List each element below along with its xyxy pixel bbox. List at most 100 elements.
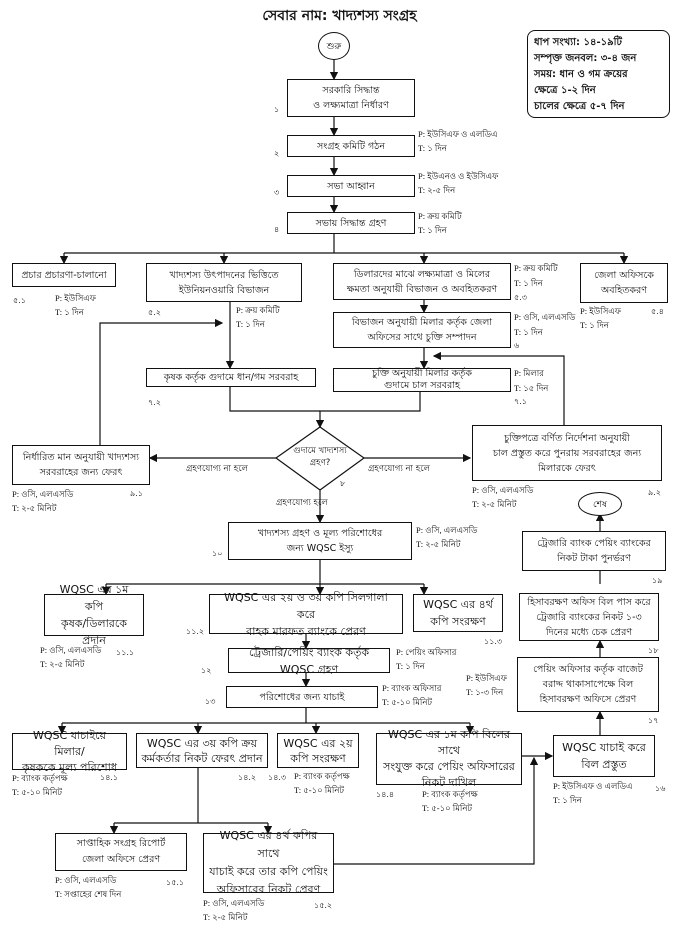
step-5-1-person: P: ইউসিএফ [55, 293, 96, 303]
step-7-1-number: ৭.১ [514, 397, 527, 406]
step-19-line2: নিকট টাকা পুনর্ভরণ [557, 553, 631, 564]
step-5-2-time: T: ১ দিন [236, 319, 265, 329]
step-18-line2: ট্রেজারি ব্যাংকের নিকট ১-৩ [536, 611, 642, 623]
step-14-4: WQSC এর ১ম কপি বিলের সাথে সংযুক্ত করে পে… [376, 728, 522, 789]
step-9-1: নির্ধারিত মান অনুযায়ী খাদ্যশস্য সরবরাহে… [12, 445, 150, 485]
step-5-1-number: ৫.১ [13, 296, 26, 305]
step-14-3-person: P: ব্যাংক কর্তৃপক্ষ [294, 771, 350, 781]
info-time-3: চালের ক্ষেত্রে ৫-৭ দিন [534, 101, 625, 112]
step-5-2-line2: ইউনিয়নওয়ারি বিভাজন [178, 284, 270, 296]
step-14-1-time: T: ৫-১০ মিনিট [12, 787, 63, 797]
step-5-2: খাদ্যশস্য উৎপাদনের ভিত্তিতে ইউনিয়নওয়ার… [146, 263, 302, 302]
step-6-time: T: ১ দিন [514, 327, 543, 337]
step-3: সভা আহ্বান [287, 175, 415, 197]
step-3-person: P: ইউএনও ও ইউসিএফ [418, 171, 499, 181]
step-16-line2: বিল প্রস্তুত [581, 758, 627, 771]
step-16-line1: WQSC যাচাই করে [562, 741, 646, 754]
step-14-3-line2: কপি সংরক্ষণ [290, 751, 346, 765]
step-14-4-line2: সংযুক্ত করে পেয়িং অফিসারের [383, 760, 515, 773]
step-6-line1: বিভাজন অনুযায়ী মিলার কর্তৃক জেলা [351, 317, 493, 328]
step-2-time: T: ১ দিন [418, 143, 447, 153]
step-15-2-line1: WQSC এর ৪র্থ কপির সাথে [219, 829, 318, 860]
step-11-2-line1: WQSC এর ২য় ও ৩য় কপি সিলগালা করে [224, 590, 388, 621]
step-15-1: সাপ্তাহিক সংগ্রহ রিপোর্ট জেলা অফিসে প্রে… [55, 833, 187, 871]
step-11-2-number: ১১.২ [186, 627, 205, 636]
decision-yes-label: গ্রহণযোগ্য হলে [276, 498, 328, 508]
step-13-number: ১৩ [205, 697, 216, 706]
step-7-1-person: P: মিলার [514, 368, 544, 378]
step-6-number: ৬ [514, 341, 520, 350]
step-12-person: P: পেয়িং অফিসার [396, 647, 457, 657]
step-6: বিভাজন অনুযায়ী মিলার কর্তৃক জেলা অফিসের… [333, 312, 511, 348]
info-time-2: ক্ষেত্রে ১-২ দিন [534, 85, 596, 96]
step-13-time: T: ৫-১০ মিনিট [382, 697, 433, 707]
step-16: WQSC যাচাই করে বিল প্রস্তুত [553, 735, 655, 777]
edge-15_2-16 [334, 756, 539, 865]
step-11-3: WQSC এর ৪র্থ কপি সংরক্ষণ [413, 594, 503, 632]
step-13-person: P: ব্যাংক অফিসার [382, 683, 442, 693]
decision-text: গুদামে খাদ্যশস্য গ্রহণ? [280, 445, 360, 469]
edge-9_2-return [432, 351, 565, 425]
step-14-2-line2: কর্মকর্তার নিকট ফেরৎ প্রদান [141, 751, 263, 765]
step-19-line1: ট্রেজারি ব্যাংক পেয়িং ব্যাংকের [537, 538, 651, 549]
step-1-line1: সরকারি সিদ্ধান্ত [322, 85, 380, 96]
step-10-line2: জন্য WQSC ইস্যু [286, 543, 354, 554]
step-3-number: ৩ [274, 188, 280, 197]
decision-line1: গুদামে খাদ্যশস্য [293, 446, 347, 456]
info-time-1: সময়: ধান ও গম ক্রয়ের [534, 69, 628, 80]
step-5-4: জেলা অফিসকে অবহিতকরণ [580, 263, 668, 303]
edge-7_1-merge [315, 392, 421, 429]
step-11-1-number: ১১.১ [116, 648, 135, 657]
step-7-2-number: ৭.২ [148, 398, 161, 407]
step-14-3-number: ১৪.৩ [268, 773, 287, 782]
step-15-2-line3: অফিসারের নিকট প্রেরণ [216, 883, 321, 896]
step-15-2-number: ১৫.২ [314, 901, 333, 910]
step-9-1-person: P: ওসি, এলএসডি [12, 489, 74, 499]
step-12-number: ১২ [201, 666, 212, 675]
step-18-line1: হিসাবরক্ষণ অফিস বিল পাস করে [527, 596, 651, 608]
page-title: সেবার নাম: খাদ্যশস্য সংগ্রহ [262, 8, 417, 24]
step-16-number: ১৬ [655, 784, 666, 793]
step-9-2-line3: মিলারকে ফেরৎ [538, 462, 596, 474]
step-14-4-line3: নিকট দাখিল [421, 776, 477, 789]
step-10: খাদ্যশস্য গ্রহণ ও মূল্য পরিশোধের জন্য WQ… [228, 522, 412, 560]
step-17-person: P: ইউসিএফ [466, 673, 507, 683]
step-15-2-person: P: ওসি, এলএসডি [203, 898, 265, 908]
step-18: হিসাবরক্ষণ অফিস বিল পাস করে ট্রেজারি ব্য… [519, 593, 659, 641]
step-9-1-line2: সরবরাহের জন্য ফেরৎ [39, 467, 123, 478]
step-5-3: ডিলারদের মাঝে লক্ষ্যমাত্রা ও মিলের ক্ষমত… [333, 263, 511, 300]
step-7-2: কৃষক কর্তৃক গুদামে ধান/গম সরবরাহ [146, 368, 316, 387]
step-11-3-number: ১১.৩ [484, 637, 503, 646]
info-steps: ধাপ সংখ্যা: ১৪-১৯টি [534, 37, 622, 48]
decision-line2: গ্রহণ? [309, 458, 331, 468]
step-15-1-line1: সাপ্তাহিক সংগ্রহ রিপোর্ট [76, 838, 166, 849]
step-14-1: WQSC যাচাইয়ে মিলার/ কৃষককে মূল্য পরিশোধ [12, 729, 127, 774]
edge-9_1-return [99, 318, 224, 445]
step-12-time: T: ১ দিন [396, 661, 425, 671]
step-4: সভায় সিদ্ধান্ত গ্রহণ [287, 212, 415, 234]
step-11-3-line2: কপি সংরক্ষণ [430, 615, 486, 628]
step-9-1-time: T: ২-৫ মিনিট [12, 503, 57, 513]
step-9-2-person: P: ওসি, এলএসডি [472, 485, 534, 495]
step-5-4-line2: অবহিতকরণ [601, 285, 647, 296]
step-7-1-time: T: ১৫ দিন [514, 383, 549, 393]
step-5-3-time: T: ১ দিন [514, 278, 543, 288]
step-11-1-line1: WQSC এর ১ম কপি [59, 583, 129, 613]
step-5-2-person: P: ক্রয় কমিটি [236, 305, 280, 315]
step-5-4-person: P: ইউসিএফ [580, 306, 621, 316]
decision-no-left-label: গ্রহণযোগ্য না হলে [186, 464, 248, 474]
step-14-2-line1: WQSC এর ৩য় কপি ক্রয় [146, 736, 258, 750]
step-7-1-line2: গুদামে চাল সরবরাহ [383, 380, 461, 391]
step-5-4-time: T: ১ দিন [580, 320, 609, 330]
step-3-time: T: ২-৫ দিন [418, 185, 456, 195]
step-11-1: WQSC এর ১ম কপি কৃষক/ডিলারকে প্রদান [44, 583, 144, 647]
step-15-1-line2: জেলা অফিসে প্রেরণ [81, 854, 161, 865]
step-14-4-time: T: ৫-১০ মিনিট [422, 803, 473, 813]
step-10-time: T: ২-৫ মিনিট [416, 539, 461, 549]
step-17-number: ১৭ [648, 716, 659, 725]
step-15-1-time: T: সপ্তাহের শেষ দিন [55, 889, 122, 899]
step-14-1-line1: WQSC যাচাইয়ে মিলার/ [33, 728, 106, 758]
step-11-3-line1: WQSC এর ৪র্থ [423, 598, 493, 611]
step-10-number: ১০ [212, 549, 223, 558]
